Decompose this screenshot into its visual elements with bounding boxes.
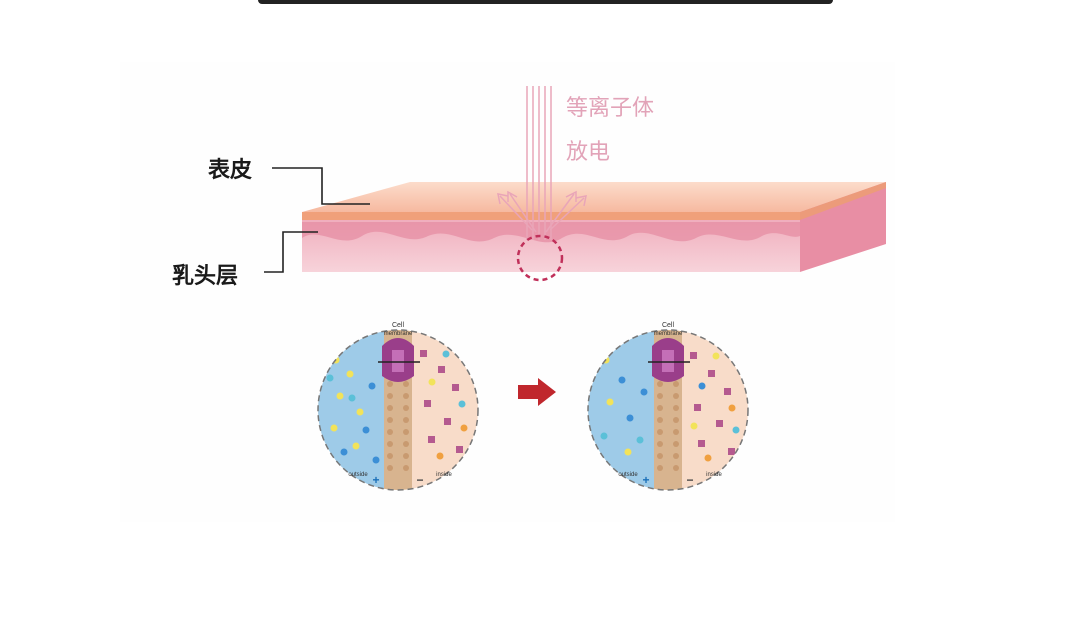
cell-after: Cell membrane outside inside + −: [587, 322, 749, 491]
plasma-beam: [497, 86, 587, 240]
cell-after-inside: inside: [706, 472, 722, 478]
papillary-layer-label: 乳头层: [172, 264, 239, 289]
plasma-label-line1: 等离子体: [566, 96, 655, 121]
skin-block: [302, 182, 886, 272]
epidermis-label: 表皮: [208, 158, 253, 183]
cell-before: Cell membrane outside inside + −: [317, 322, 479, 491]
cell-before-caption-2: membrane: [384, 331, 413, 337]
cell-before-inside: inside: [436, 472, 452, 478]
cell-before-outside: outside: [348, 472, 368, 478]
cell-after-caption-2: membrane: [654, 331, 683, 337]
cell-before-minus: −: [416, 473, 423, 487]
epidermis-surface: [302, 182, 886, 212]
top-bar: [258, 0, 833, 4]
cell-after-plus: +: [642, 473, 649, 487]
skin-side-edge: [800, 182, 886, 220]
epidermis-leader-line: [272, 167, 370, 205]
diagram-panel: [120, 62, 895, 522]
cell-before-plus: +: [372, 473, 379, 487]
cell-after-minus: −: [686, 473, 693, 487]
cell-before-caption: Cell: [392, 322, 405, 329]
cell-after-caption: Cell: [662, 322, 675, 329]
cell-after-outside: outside: [618, 472, 638, 478]
papillary-leader-line: [264, 231, 318, 273]
plasma-label-line2: 放电: [566, 140, 611, 165]
discharge-target-circle: [516, 234, 564, 282]
arrow-right-icon: [518, 378, 556, 406]
